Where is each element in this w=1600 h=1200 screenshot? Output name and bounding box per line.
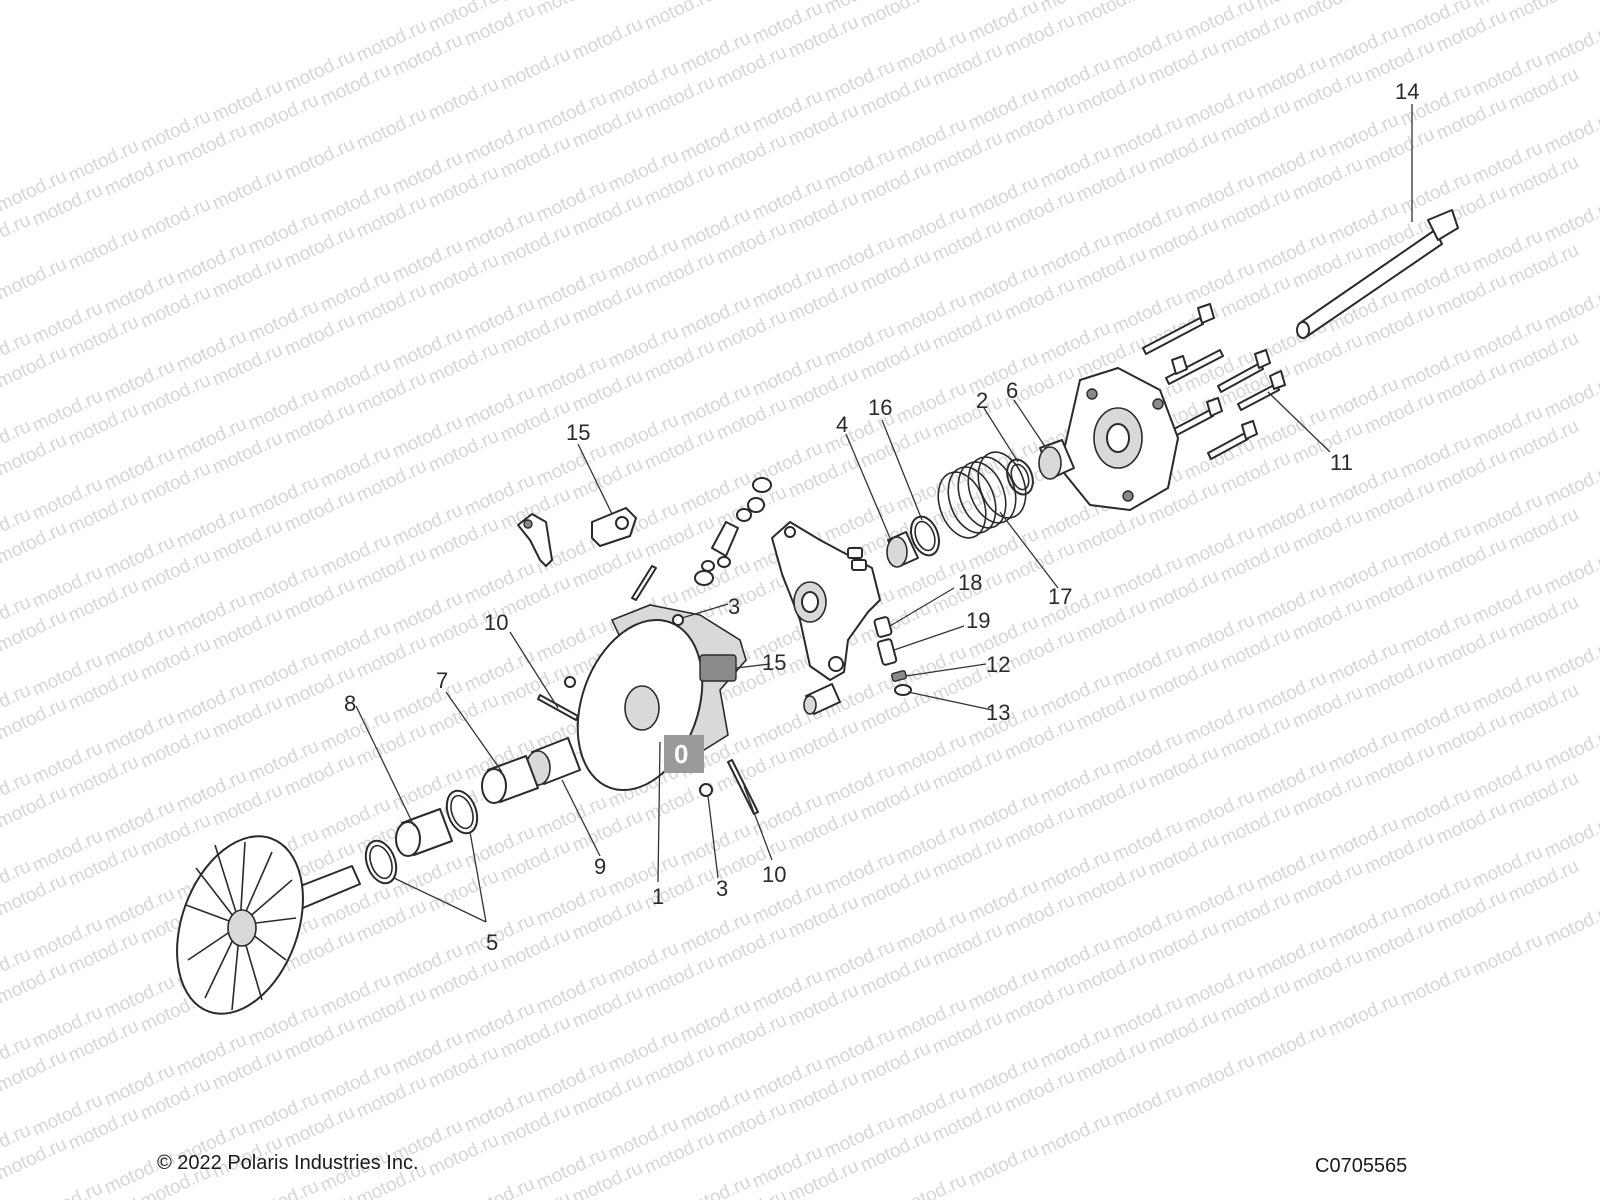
callout-6: 6	[1006, 378, 1018, 403]
part-14-shaft-bolt	[1296, 209, 1459, 339]
watermark-text: motod.ru	[569, 14, 646, 65]
roller-pin	[803, 683, 841, 715]
watermark-text: motod.ru	[65, 224, 142, 275]
watermark-text: motod.ru	[497, 44, 574, 95]
part-16-ring	[909, 515, 941, 557]
watermark-text: motod.ru	[641, 0, 718, 35]
watermark-text: motod.ru	[29, 1178, 106, 1200]
watermark-text: motod.ru	[713, 0, 790, 5]
watermark-text: motod.ru	[929, 0, 1006, 3]
watermark-text: motod.ru	[965, 1140, 1042, 1191]
watermark-text: motod.ru	[1541, 636, 1600, 687]
roller-small-parts	[847, 547, 912, 696]
watermark-text: motod.ru	[1541, 20, 1600, 71]
callout-10-bottom: 10	[762, 862, 786, 887]
callout-13: 13	[986, 700, 1010, 725]
callout-3-top: 3	[728, 594, 740, 619]
callout-1: 1	[652, 884, 664, 909]
watermark-text: motod.ru	[533, 0, 610, 21]
watermark-text: motod.ru	[1397, 960, 1474, 1011]
watermark-text: motod.ru	[1541, 548, 1600, 599]
callout-8: 8	[344, 691, 356, 716]
part-6-bushing	[1038, 439, 1075, 480]
callout-leaders	[355, 104, 1413, 923]
watermark-text: motod.ru	[281, 134, 358, 185]
watermark-text: motod.ru	[1145, 0, 1222, 1]
watermark-text: motod.ru	[245, 1176, 322, 1200]
part-7-bushing	[481, 755, 539, 804]
watermark-text: motod.ru	[461, 1174, 538, 1200]
watermark-text: motod.ru	[1253, 1020, 1330, 1071]
callout-10-top: 10	[484, 610, 508, 635]
watermark-text: motod.ru	[1541, 900, 1600, 951]
watermark-text: motod.ru	[1469, 930, 1546, 981]
watermark-text: motod.ru	[1289, 0, 1366, 29]
callout-19: 19	[966, 608, 990, 633]
watermark-text: motod.ru	[209, 164, 286, 215]
watermark-text: motod.ru	[0, 210, 34, 261]
callout-2: 2	[976, 388, 988, 413]
callout-18: 18	[958, 570, 982, 595]
callout-11: 11	[1330, 450, 1353, 475]
callout-7: 7	[436, 668, 448, 693]
watermark-text: motod.ru	[1541, 460, 1600, 511]
watermark-text: motod.ru	[137, 194, 214, 245]
copyright-text: © 2022 Polaris Industries Inc.	[157, 1152, 419, 1174]
watermark-text: motod.ru	[1541, 372, 1600, 423]
watermark-text: motod.ru	[1541, 812, 1600, 863]
cover-plate	[1059, 367, 1179, 511]
callout-5: 5	[486, 930, 498, 955]
callout-labels: 14 11 6 2 16 4 17 18 19 12 13 15 15 3 3 …	[344, 79, 1419, 955]
watermark-text: motod.ru	[677, 1172, 754, 1200]
part-4-bushing	[886, 531, 919, 568]
watermark-text: motod.ru	[1541, 196, 1600, 247]
flyweight-parts	[517, 477, 772, 601]
callout-15-top: 15	[566, 420, 590, 445]
watermark-text: motod.ru	[1505, 0, 1582, 27]
callout-3-bottom: 3	[716, 876, 728, 901]
watermark-text: motod.ru	[1541, 284, 1600, 335]
watermark-text: motod.ru	[1541, 724, 1600, 775]
watermark-text: motod.ru	[1325, 990, 1402, 1041]
callout-4: 4	[836, 412, 848, 437]
watermark-text: motod.ru	[1541, 108, 1600, 159]
watermark-text: motod.ru	[1181, 1050, 1258, 1101]
hub-badge: 0	[674, 739, 688, 769]
figure-id-text: C0705565	[1315, 1155, 1408, 1177]
watermark-text: motod.ru	[1037, 1110, 1114, 1161]
part-8-bushing	[395, 808, 453, 857]
callout-17: 17	[1048, 584, 1072, 609]
callout-12: 12	[986, 652, 1010, 677]
watermark-text: motod.ru	[1109, 1080, 1186, 1131]
part-11-bolts	[1142, 303, 1286, 460]
watermark-text: motod.ru	[425, 74, 502, 125]
watermark-text: motod.ru	[857, 0, 934, 33]
callout-16: 16	[868, 395, 892, 420]
watermark-text: motod.ru	[0, 254, 70, 305]
part-3-nuts	[564, 614, 713, 797]
watermark-text: motod.ru	[353, 104, 430, 155]
part-17-spring	[937, 451, 1027, 539]
watermark-text: motod.ru	[893, 1170, 970, 1200]
callout-9: 9	[594, 854, 606, 879]
watermark-text: motod.ru	[1073, 0, 1150, 31]
fixed-sheave-fan	[176, 835, 361, 1015]
part-5-rings	[364, 789, 479, 885]
callout-14: 14	[1395, 79, 1419, 104]
callout-15-side: 15	[762, 650, 786, 675]
part-1-movable-sheave: 0	[576, 604, 747, 792]
